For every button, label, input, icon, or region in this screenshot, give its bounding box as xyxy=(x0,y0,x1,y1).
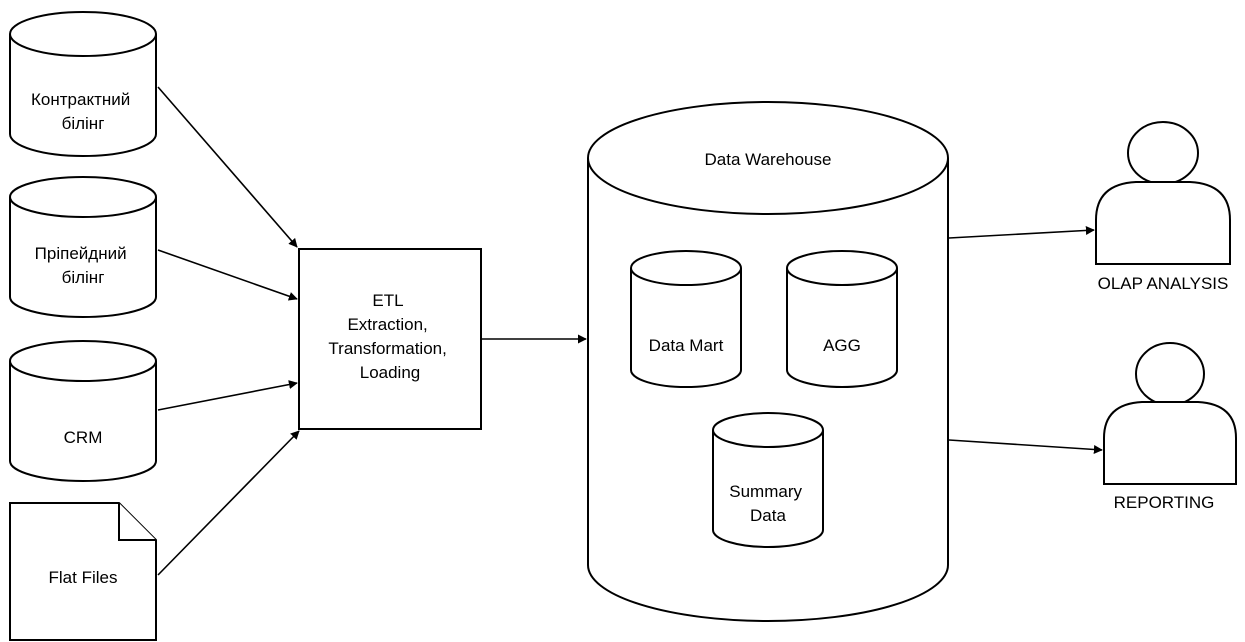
arrow-crm-to-etl xyxy=(157,380,298,411)
olap-analysis-actor: OLAP ANALYSIS xyxy=(1095,121,1231,293)
agg-label: AGG xyxy=(823,336,861,355)
source-prepaid-billing-label: Прiпейдний білінг xyxy=(35,244,132,287)
reporting-actor: REPORTING xyxy=(1103,342,1237,512)
arrow-flat-files-to-etl xyxy=(157,430,300,576)
reporting-user-icon xyxy=(1103,342,1237,485)
reporting-label: REPORTING xyxy=(1114,493,1215,512)
source-crm-label: CRM xyxy=(64,428,103,447)
source-contract-billing-label: Контрактний білінг xyxy=(31,90,135,133)
source-contract-billing: Контрактний білінг xyxy=(9,11,157,157)
data-mart-cylinder: Data Mart xyxy=(630,250,742,388)
arrow-prepaid-billing-to-etl xyxy=(157,249,298,301)
source-crm: CRM xyxy=(9,340,157,482)
summary-data-label: Summary Data xyxy=(729,482,806,525)
source-flat-files: Flat Files xyxy=(9,502,157,641)
summary-data-cylinder: Summary Data xyxy=(712,412,824,548)
data-mart-label: Data Mart xyxy=(649,336,724,355)
data-warehouse-title: Data Warehouse xyxy=(705,150,832,169)
source-flat-files-label: Flat Files xyxy=(49,568,118,587)
arrow-warehouse-to-olap xyxy=(948,225,1095,239)
data-warehouse-cylinder: Data Warehouse xyxy=(587,101,949,622)
olap-user-icon xyxy=(1095,121,1231,265)
etl-label: ETL Extraction, Transformation, Loading xyxy=(328,291,451,382)
olap-analysis-label: OLAP ANALYSIS xyxy=(1098,274,1229,293)
source-prepaid-billing: Прiпейдний білінг xyxy=(9,176,157,318)
etl-process-box: ETL Extraction, Transformation, Loading xyxy=(298,248,482,430)
arrow-warehouse-to-reporting xyxy=(948,439,1103,454)
arrow-contract-billing-to-etl xyxy=(157,86,298,248)
agg-cylinder: AGG xyxy=(786,250,898,388)
connectors xyxy=(157,86,1103,576)
